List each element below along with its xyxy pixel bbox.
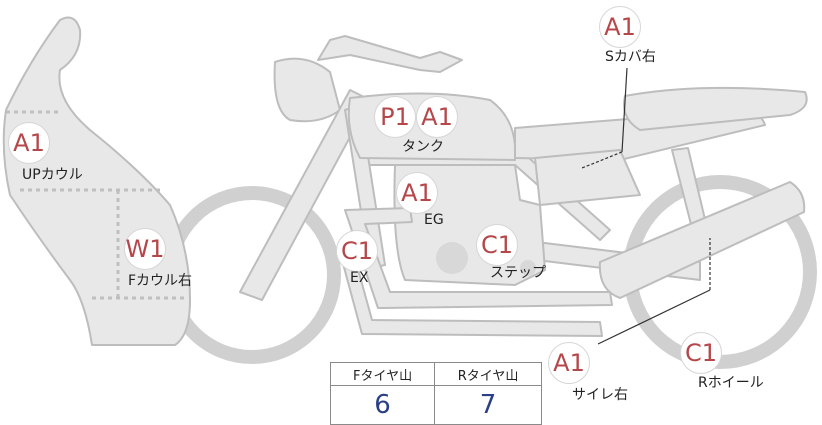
engine-bolt [520, 260, 536, 276]
front-tread-header: Fタイヤ山 [329, 362, 436, 386]
grade-badge-tank-p: P1 [374, 96, 416, 138]
headlight [273, 57, 341, 123]
grade-text: A1 [421, 103, 453, 131]
part-label-tank: タンク [402, 139, 444, 155]
grade-text: A1 [553, 349, 585, 377]
grade-badge-tank-a: A1 [416, 96, 458, 138]
handlebar [317, 35, 463, 73]
part-label-step: ステップ [490, 265, 546, 281]
grade-badge-s-cover-right: A1 [599, 6, 641, 48]
part-label-r-wheel: Rホイール [698, 375, 764, 391]
rear-tread-header: Rタイヤ山 [434, 362, 542, 386]
grade-text: C1 [684, 339, 718, 367]
grade-text: C1 [480, 231, 514, 259]
part-label-engine: EG [424, 212, 444, 228]
grade-badge-up-cowl: A1 [8, 122, 50, 164]
grade-text: A1 [13, 129, 45, 157]
tire-tread-table: Fタイヤ山 Rタイヤ山 6 7 [329, 362, 542, 425]
part-label-f-cowl-right: Fカウル右 [128, 273, 193, 289]
front-tread-value: 6 [329, 385, 436, 425]
tail [623, 86, 808, 131]
grade-badge-f-cowl-right: W1 [124, 228, 166, 270]
silencer [598, 181, 806, 299]
grade-text: P1 [380, 103, 410, 131]
grade-text: A1 [401, 179, 433, 207]
rear-tread-value: 7 [434, 385, 542, 425]
engine-cover [436, 242, 468, 274]
grade-badge-exhaust: C1 [336, 230, 378, 272]
part-label-up-cowl: UPカウル [22, 167, 83, 183]
part-label-exhaust: EX [350, 270, 369, 286]
grade-badge-engine: A1 [396, 172, 438, 214]
grade-text: A1 [604, 13, 636, 41]
grade-badge-step: C1 [476, 224, 518, 266]
side-cover [534, 149, 641, 206]
grade-text: C1 [340, 237, 374, 265]
part-label-s-cover-right: Sカバ右 [605, 49, 656, 65]
leader-s-cover [621, 67, 628, 153]
leader-s-cover-dash [581, 151, 623, 169]
leader-silencer [597, 289, 711, 345]
grade-text: W1 [125, 235, 165, 263]
grade-badge-silencer-right: A1 [548, 342, 590, 384]
grade-badge-r-wheel: C1 [680, 332, 722, 374]
part-label-silencer-right: サイレ右 [572, 387, 628, 403]
